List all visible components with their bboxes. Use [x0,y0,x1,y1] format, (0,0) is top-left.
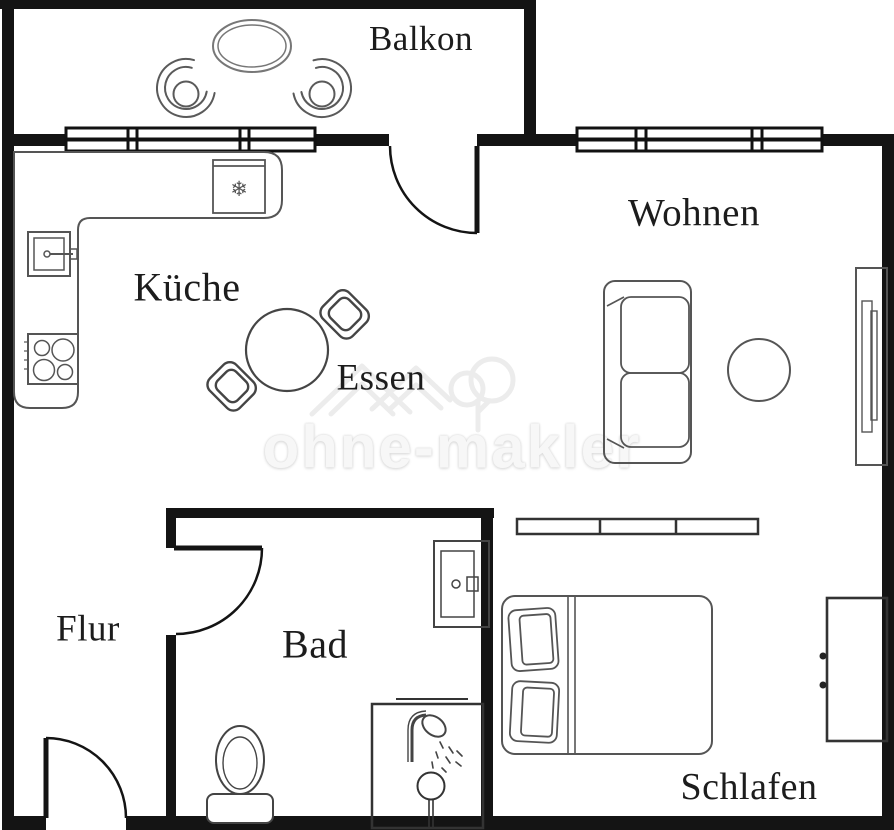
balcony-chair-left [156,57,216,118]
dining-chair-bottom [206,360,258,412]
shower [370,698,485,830]
bathroom-door [174,545,264,636]
pillow-bottom [508,680,561,744]
wall-openings [46,132,477,830]
snowflake-icon: ❄ [230,177,248,201]
entrance-door [43,736,128,819]
balcony-door [388,145,480,235]
window-kitchen [64,126,317,153]
room-label-kueche: Küche [133,264,241,310]
room-label-balkon: Balkon [368,19,474,58]
kitchen-counter [13,151,283,409]
room-label-flur: Flur [56,608,120,650]
watermark-text: ohne-makler [262,413,642,481]
shelf-unit [855,267,888,466]
kitchen-sink [27,231,78,277]
coffee-table [727,338,791,402]
dining-chair-top [319,288,371,340]
fridge [212,159,266,214]
room-label-essen: Essen [336,357,426,399]
room-label-schlafen: Schlafen [680,766,818,808]
balcony-table [212,19,292,73]
shower-head-icon [407,710,463,773]
room-label-bad: Bad [282,621,348,667]
wardrobe [819,596,889,743]
sofa [603,280,692,464]
pillow-top [507,607,560,672]
room-label-wohnen: Wohnen [628,191,760,235]
bath-sink [433,540,490,628]
balcony-chair-right [292,58,352,119]
stove [24,333,79,385]
toilet [206,725,274,824]
dining-table [244,307,330,393]
bed [501,595,713,755]
window-living [575,126,824,153]
sideboard [515,517,760,536]
